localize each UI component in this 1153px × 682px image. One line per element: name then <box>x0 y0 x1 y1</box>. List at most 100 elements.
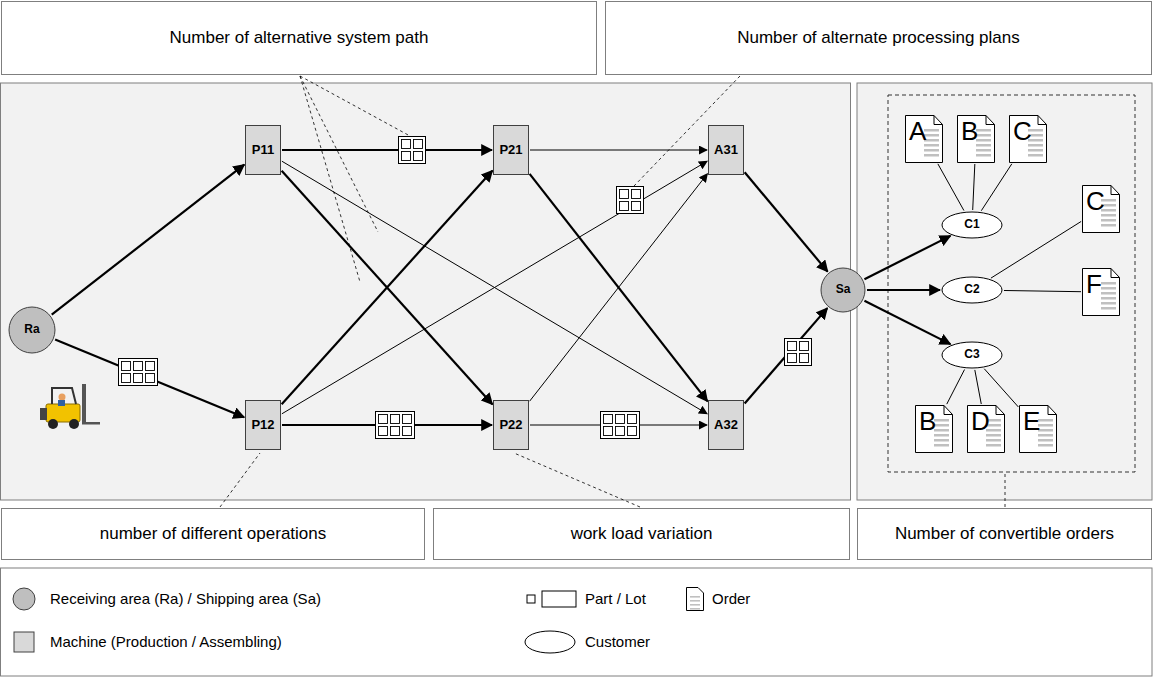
page-line <box>1101 287 1116 290</box>
node-label: P21 <box>499 143 522 158</box>
page-line <box>1028 149 1043 152</box>
page-fold <box>1038 116 1047 125</box>
legend-text: Order <box>712 590 750 607</box>
page-outline <box>968 406 1005 453</box>
node-label: Sa <box>836 283 851 297</box>
part-square <box>122 362 131 371</box>
flow-connector <box>1004 290 1081 291</box>
flow-connector <box>530 150 707 151</box>
legend-text: Customer <box>585 633 650 650</box>
page-line <box>1101 224 1116 227</box>
part-square <box>134 374 143 383</box>
callout-text: Number of alternative system path <box>170 28 429 48</box>
customer-ellipse: C2 <box>941 276 1003 304</box>
flow-connector <box>973 164 975 210</box>
callout-text: work load variation <box>571 524 713 544</box>
order-group-frame <box>888 95 1135 472</box>
machine-box: A31 <box>708 125 744 175</box>
node-label: P11 <box>252 143 274 158</box>
customer-outline <box>942 342 1002 368</box>
flow-connector <box>282 161 707 414</box>
page-line <box>934 444 949 447</box>
page-fold <box>1111 186 1120 195</box>
order-page: B <box>915 405 953 453</box>
legend-part-symbol <box>527 595 535 603</box>
lot-frame <box>376 412 415 439</box>
flow-connector <box>530 174 708 401</box>
callout-text: number of different operations <box>100 524 327 544</box>
page-line <box>924 154 939 157</box>
production-panel <box>1 83 851 500</box>
flow-connector <box>981 164 1012 211</box>
page-line <box>1101 219 1116 222</box>
page-outline <box>1083 269 1120 316</box>
node-label: A32 <box>714 418 738 433</box>
part-square <box>628 427 637 436</box>
part-square <box>391 415 400 424</box>
flow-connector <box>938 164 964 211</box>
node-label: P22 <box>499 418 522 433</box>
page-line <box>924 149 939 152</box>
page-fold <box>986 116 995 125</box>
customer-outline <box>942 277 1002 303</box>
part-square <box>628 415 637 424</box>
legend-order-line <box>690 600 700 602</box>
part-square <box>800 342 809 351</box>
page-line <box>1038 439 1053 442</box>
callout-text: Number of convertible orders <box>895 524 1114 544</box>
legend-lot-symbol <box>542 591 576 607</box>
page-fold <box>1111 269 1120 278</box>
flow-connector <box>530 174 708 401</box>
legend-area-symbol <box>13 588 35 610</box>
callout-box: number of different operations <box>1 508 425 560</box>
order-letter: C <box>1086 187 1105 217</box>
leader-line <box>220 453 260 507</box>
flow-connector <box>947 370 965 405</box>
legend-text: Receiving area (Ra) / Shipping area (Sa) <box>50 590 321 607</box>
page-fold <box>934 116 943 125</box>
order-letter: B <box>961 117 978 147</box>
page-line <box>1028 154 1043 157</box>
part-square <box>788 354 797 363</box>
order-page: B <box>957 115 995 163</box>
part-square <box>616 415 625 424</box>
flow-connector <box>864 301 950 344</box>
machine-box: P22 <box>493 400 529 450</box>
page-line <box>1101 292 1116 295</box>
lot-frame <box>601 412 640 439</box>
part-square <box>788 342 797 351</box>
page-outline <box>958 116 995 163</box>
flow-connector <box>864 236 950 279</box>
node-label: C2 <box>964 283 979 297</box>
node-label: P12 <box>251 418 274 433</box>
callout-box: work load variation <box>433 508 850 560</box>
leader-line <box>1005 473 1006 507</box>
area-circle-outline <box>9 307 55 353</box>
page-outline <box>906 116 943 163</box>
node-label: C1 <box>964 218 979 232</box>
callout-box: Number of alternate processing plans <box>605 1 1152 75</box>
flow-connector <box>975 370 981 404</box>
page-line <box>1101 282 1116 285</box>
part-square <box>414 152 423 161</box>
legend-order-line <box>690 604 700 606</box>
legend-order-line <box>690 596 700 598</box>
order-letter: C <box>1013 117 1032 147</box>
flow-connector <box>282 171 493 405</box>
part-lot-icon <box>785 339 812 366</box>
part-square <box>391 427 400 436</box>
part-square <box>414 140 423 149</box>
leader-line <box>514 453 640 507</box>
part-square <box>620 190 629 199</box>
callout-box: Number of convertible orders <box>857 508 1152 560</box>
forklift-mast <box>82 384 86 424</box>
part-square <box>632 190 641 199</box>
area-circle-outline <box>821 268 865 312</box>
part-square <box>146 362 155 371</box>
part-square <box>379 415 388 424</box>
order-letter: F <box>1086 270 1102 300</box>
page-line <box>934 439 949 442</box>
flow-connector <box>991 221 1081 278</box>
flow-connector <box>745 308 828 403</box>
